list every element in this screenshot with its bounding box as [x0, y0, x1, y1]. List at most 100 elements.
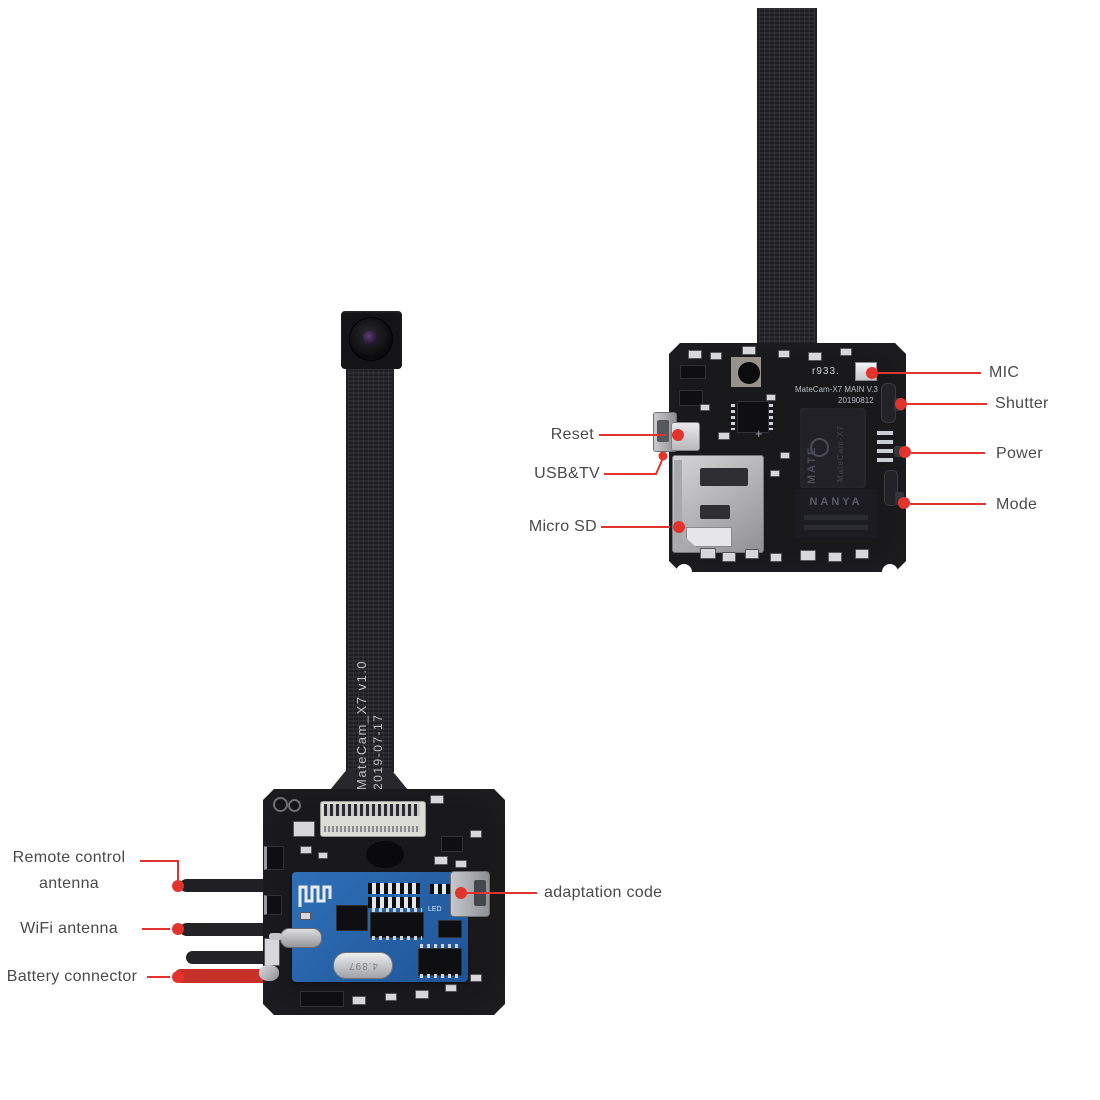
- smd-component: [800, 550, 816, 561]
- label-battery-connector: Battery connector: [6, 968, 138, 985]
- silk-code: r933.: [812, 366, 840, 377]
- smd-component: [780, 452, 790, 459]
- speaker-component: [731, 357, 761, 387]
- smd-component: [840, 348, 852, 356]
- wifi-antenna-trace-icon: [298, 885, 332, 907]
- camera-ribbon-cable: [346, 364, 394, 772]
- board-notch: [676, 564, 692, 580]
- shutter-button-nub: [894, 398, 903, 411]
- sd-slot-edge: [674, 460, 682, 544]
- ic-pins: [420, 974, 458, 978]
- usb-port-opening: [657, 420, 669, 442]
- ic-pins: [372, 936, 422, 940]
- label-remote-line2: antenna: [39, 875, 99, 892]
- ffc-pins-top: [324, 804, 420, 816]
- smd-component: [318, 852, 328, 859]
- label-usb-tv: USB&TV: [534, 465, 600, 482]
- label-power: Power: [996, 445, 1043, 462]
- smd-component: [742, 346, 756, 355]
- label-wifi-antenna: WiFi antenna: [20, 920, 118, 937]
- usb-tv-line: [604, 457, 664, 475]
- smd-component: [455, 860, 467, 868]
- smd-component: [718, 432, 730, 440]
- smd-component: [441, 836, 463, 852]
- ribbon-cable-back: [757, 8, 817, 348]
- edge-connector: [264, 895, 282, 915]
- ic-chip-soic: [418, 948, 462, 976]
- microphone-component: [855, 362, 877, 381]
- sd-card-window: [700, 505, 730, 519]
- label-mic: MIC: [989, 364, 1020, 381]
- ram-chip: NANYA: [795, 489, 877, 538]
- remote-antenna-wire: [180, 879, 272, 892]
- battery-connector-socket: [264, 938, 280, 966]
- smd-component: [415, 990, 429, 999]
- smd-component: [778, 350, 790, 358]
- mode-button-nub: [895, 492, 904, 505]
- ic-chip: [336, 905, 368, 931]
- ic-pins: [731, 404, 735, 430]
- smd-component: [352, 996, 366, 1005]
- solder-joint: [259, 965, 279, 981]
- smd-component: [766, 394, 776, 401]
- usb-tv-dot: [658, 451, 668, 461]
- ffc-pins-bottom: [324, 826, 420, 832]
- camera-lens-pupil: [363, 331, 377, 345]
- smd-component: [770, 470, 780, 477]
- smd-component: [808, 352, 822, 361]
- toggle-switch-pin: [269, 933, 282, 940]
- crystal-oscillator: 4.897: [333, 952, 393, 979]
- resistor-row: [368, 897, 420, 908]
- smd-component: [434, 856, 448, 865]
- ic-chip: [679, 390, 703, 406]
- smd-component: [680, 365, 706, 379]
- smd-component: [770, 553, 782, 562]
- resistor-row: [430, 884, 456, 894]
- ic-pins: [769, 404, 773, 430]
- ram-brand-text: NANYA: [809, 496, 863, 508]
- label-mode: Mode: [996, 496, 1038, 513]
- board-notch: [882, 564, 898, 580]
- smd-component: [710, 352, 722, 360]
- screw-hole: [288, 799, 301, 812]
- smd-component: [385, 993, 397, 1001]
- mode-button: [884, 470, 898, 506]
- ribbon-flare: [330, 770, 408, 790]
- smd-component: [688, 350, 702, 359]
- label-adaptation-code: adaptation code: [544, 884, 663, 901]
- ram-code-line: [804, 525, 868, 530]
- smd-component: [722, 552, 736, 562]
- main-soc-chip: MATE MateCam-X7: [800, 408, 866, 488]
- crystal-label: 4.897: [347, 960, 379, 971]
- soc-logo-ring-icon: [810, 438, 829, 457]
- ic-chip: [438, 920, 462, 938]
- edge-connector: [264, 846, 284, 870]
- smd-component: [700, 404, 710, 411]
- smd-component: [470, 974, 482, 982]
- ic-chip: [737, 401, 769, 433]
- usb-port-opening: [474, 880, 486, 906]
- remote-antenna-line: [140, 860, 179, 880]
- smd-component: [430, 795, 444, 804]
- speaker-opening: [738, 362, 760, 384]
- smd-component: [300, 991, 344, 1007]
- ram-code-line: [804, 515, 868, 520]
- label-remote-line1: Remote control: [12, 849, 126, 866]
- toggle-switch: [280, 928, 322, 948]
- ribbon-date-text: 2019-07-17: [370, 713, 385, 790]
- smd-component: [300, 912, 311, 920]
- silk-board-name: MateCam-X7 MAIN V.3: [795, 385, 878, 394]
- label-reset: Reset: [550, 426, 594, 443]
- smd-component: [855, 549, 869, 559]
- sd-card-window: [700, 468, 748, 486]
- sd-card-tab: [686, 527, 732, 547]
- ribbon-silkscreen: MateCam_X7 v1.0 2019-07-17: [347, 450, 391, 790]
- smd-component: [700, 548, 716, 559]
- label-micro-sd: Micro SD: [528, 518, 597, 535]
- smd-component: [293, 821, 315, 837]
- glob-top-chip: [366, 841, 404, 868]
- silk-plus-mark: +: [755, 426, 763, 441]
- silk-date: 20190812: [838, 396, 874, 405]
